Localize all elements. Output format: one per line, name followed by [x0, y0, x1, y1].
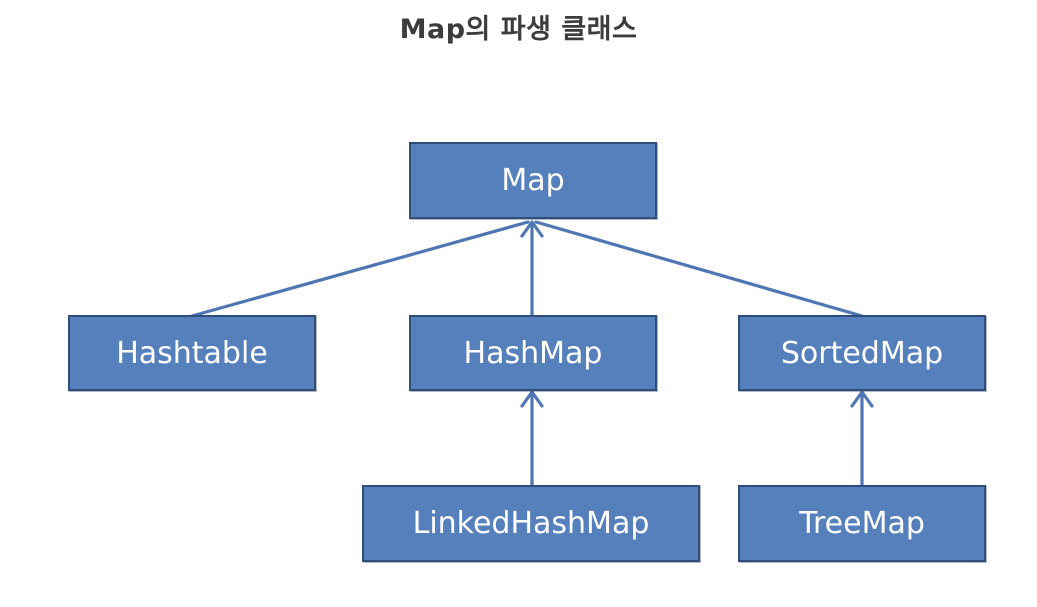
node-hashtable: Hashtable [68, 315, 316, 391]
node-sortedmap: SortedMap [738, 315, 986, 391]
arrowhead-map [520, 220, 544, 238]
node-hashmap-label: HashMap [463, 335, 603, 371]
arrowhead-hashmap [520, 390, 544, 408]
node-sortedmap-label: SortedMap [780, 335, 944, 371]
node-map-label: Map [501, 163, 565, 198]
node-map: Map [409, 142, 657, 219]
node-treemap-label: TreeMap [799, 506, 925, 541]
node-hashmap: HashMap [409, 315, 657, 391]
node-linkedhashmap-label: LinkedHashMap [412, 506, 650, 541]
node-treemap: TreeMap [738, 485, 986, 562]
arrowhead-sortedmap [850, 390, 874, 408]
edge-hashtable-to-map [190, 220, 530, 318]
node-linkedhashmap: LinkedHashMap [362, 485, 700, 562]
node-hashtable-label: Hashtable [116, 335, 268, 371]
diagram-title: Map의 파생 클래스 [399, 14, 638, 45]
edge-sortedmap-to-map [534, 220, 864, 318]
